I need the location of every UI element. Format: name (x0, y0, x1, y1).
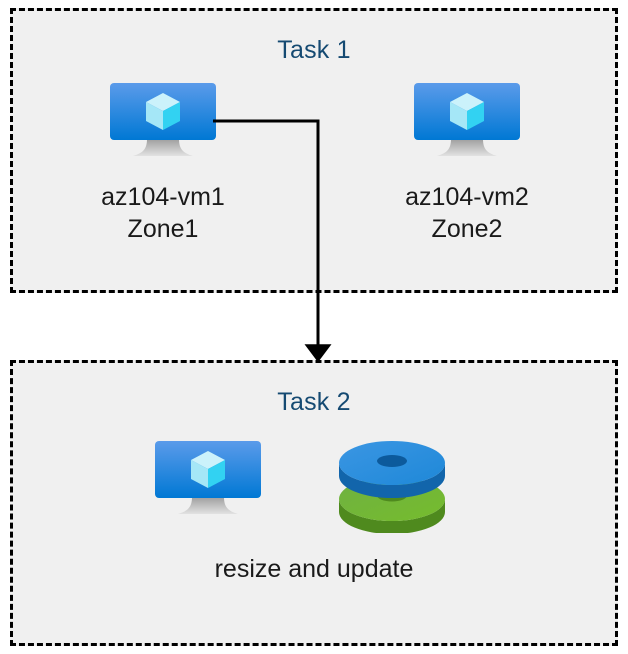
managed-disks-icon (339, 441, 445, 533)
task-2-container: Task 2 (10, 360, 618, 646)
node-zone-label: Zone2 (431, 215, 503, 243)
task-2-caption: resize and update (214, 555, 414, 583)
virtual-machine-icon (155, 441, 261, 514)
virtual-machine-icon (414, 83, 520, 156)
node-name-label: az104-vm2 (405, 183, 529, 211)
node-name-label: az104-vm1 (101, 183, 225, 211)
task-1-title: Task 1 (277, 36, 351, 64)
node-az104-vm1[interactable]: az104-vm1 Zone1 (49, 83, 277, 245)
node-zone-label: Zone1 (127, 215, 199, 243)
virtual-machine-icon (110, 83, 216, 156)
node-az104-vm2[interactable]: az104-vm2 Zone2 (353, 83, 581, 245)
task-2-title: Task 2 (277, 388, 351, 416)
task-1-container: Task 1 az104-vm1 (10, 8, 618, 293)
